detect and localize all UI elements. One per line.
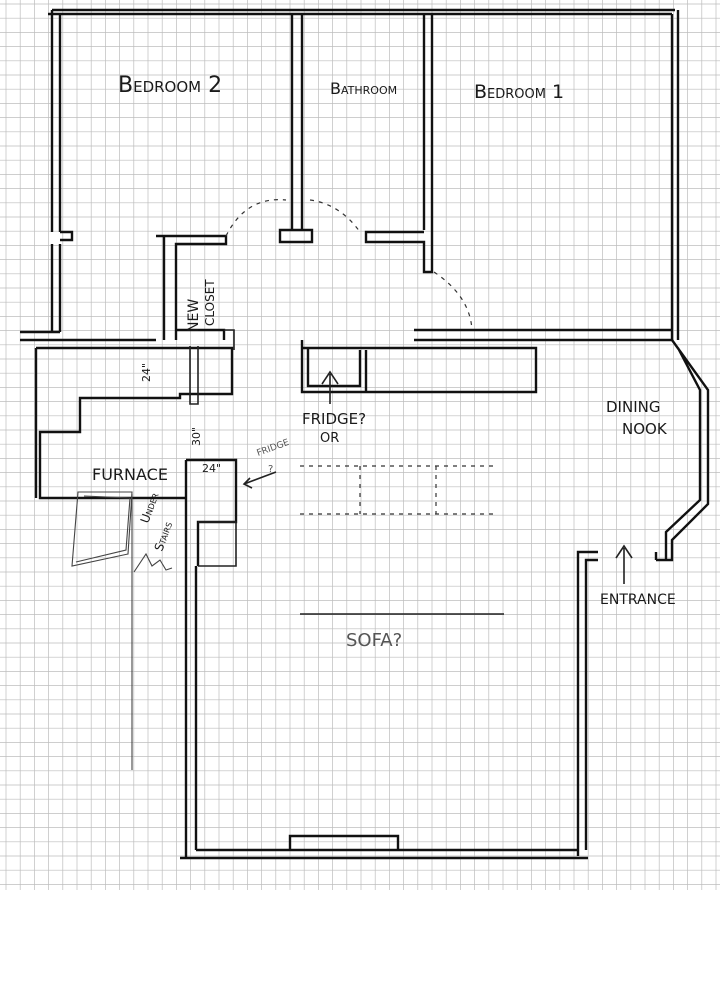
bedroom2-door-swing — [225, 199, 287, 237]
bathroom-door-swing — [309, 199, 361, 233]
bedroom2-left-wall — [50, 10, 62, 332]
or-label: OR — [320, 431, 339, 446]
living-room-bottom-wall — [180, 834, 588, 860]
annotation-arrows — [242, 370, 633, 584]
fridge-arrow — [321, 370, 339, 404]
walls — [20, 8, 710, 860]
living-room-left-wall — [184, 458, 238, 858]
sofa-label: SOFA? — [346, 630, 402, 651]
bedroom2-bathroom-partition — [278, 14, 314, 244]
new-closet-label-new: NEW — [186, 299, 202, 332]
entrance-label: ENTRANCE — [600, 592, 676, 608]
entrance-arrow — [615, 544, 633, 584]
dining-nook-bay-wall — [656, 339, 710, 562]
bathroom-label: Bathroom — [330, 79, 397, 98]
small-fridge-arrow — [242, 471, 277, 489]
under-stairs-squiggle — [133, 552, 173, 573]
bedroom2-label: Bedroom 2 — [118, 73, 222, 98]
kitchen-counter-top — [300, 340, 538, 394]
dining-label: DINING — [606, 398, 660, 416]
bedroom2-bottom-wall — [20, 230, 228, 342]
fridge-label: FRIDGE? — [302, 410, 366, 428]
door-swings — [225, 199, 494, 515]
furnace-box — [71, 491, 133, 567]
dimension-24: 24" — [202, 462, 221, 475]
small-fridge-question: ? — [268, 464, 273, 475]
new-closet-label-closet: CLOSET — [203, 279, 217, 326]
dimension-24-side: 24" — [140, 363, 153, 382]
nook-label: NOOK — [622, 420, 668, 438]
top-exterior-wall — [48, 8, 675, 16]
bedroom1-right-wall — [670, 10, 680, 340]
graph-paper-grid — [0, 0, 720, 890]
dimension-30: 30" — [190, 427, 203, 446]
bathroom-bedroom1-partition — [364, 14, 434, 274]
under-label: Under — [138, 490, 162, 525]
stairs-label: Stairs — [152, 520, 176, 553]
bedroom1-label: Bedroom 1 — [474, 81, 564, 103]
stair-block — [198, 521, 237, 567]
hallway-left-block — [34, 346, 234, 500]
bedroom1-bottom-wall — [414, 328, 672, 342]
furnace-sketch — [71, 491, 173, 770]
kitchen-island-outline — [300, 465, 494, 515]
furnace-label: FURNACE — [92, 465, 168, 484]
entrance-wall — [576, 550, 658, 856]
hallway-stub — [189, 329, 235, 405]
small-fridge-label: FRIDGE — [256, 438, 291, 459]
bedroom1-door-swing — [433, 271, 473, 331]
